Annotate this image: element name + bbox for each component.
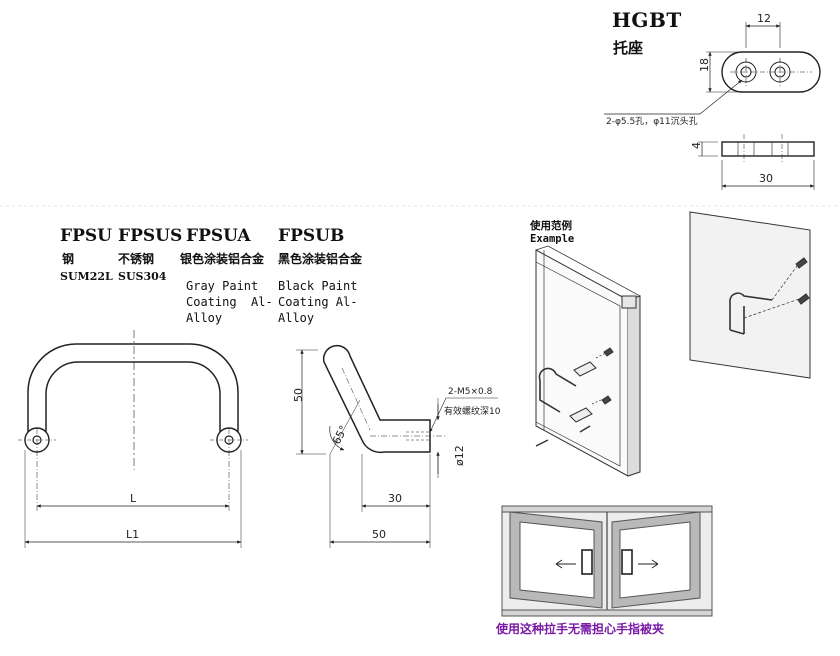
side-height-dim: 50 xyxy=(292,388,305,402)
example-panel-illustration xyxy=(689,211,811,379)
example-label-en: Example xyxy=(530,233,575,245)
model-fpsu: FPSU xyxy=(60,226,112,246)
thread-spec: 2-M5×0.8 xyxy=(448,387,493,397)
hgbt-subtitle: 托座 xyxy=(613,39,644,57)
double-door-illustration xyxy=(501,505,713,617)
code-fpsu: SUM22L xyxy=(60,270,113,283)
hgbt-width-dim: 30 xyxy=(759,172,773,185)
hgbt-side-view xyxy=(698,134,815,190)
hgbt-hole-note: 2-φ5.5孔，φ11沉头孔 xyxy=(606,116,698,127)
dim-l-label: L xyxy=(130,492,137,505)
safety-caption: 使用这种拉手无需担心手指被夹 xyxy=(496,622,665,636)
desc-fpsub: Black Paint Coating Al- Alloy xyxy=(278,279,358,325)
model-fpsub: FPSUB xyxy=(278,226,345,246)
handle-front-view xyxy=(18,330,248,548)
handle-side-view xyxy=(296,344,498,548)
side-leg-dim: 30 xyxy=(388,492,402,505)
hgbt-pitch-dim: 12 xyxy=(757,12,771,25)
dim-l1-label: L1 xyxy=(126,528,139,541)
side-diameter-dim: ø12 xyxy=(453,445,466,466)
example-label: 使用范例 Example xyxy=(530,220,574,246)
code-fpsus: SUS304 xyxy=(118,270,167,283)
material-fpsua: 银色涂装铝合金 xyxy=(180,252,265,266)
example-label-cn: 使用范例 xyxy=(530,220,572,232)
hgbt-top-view xyxy=(604,22,821,115)
desc-fpsua: Gray Paint Coating Al- Alloy xyxy=(186,279,273,325)
model-fpsus: FPSUS xyxy=(118,226,183,246)
material-fpsub: 黑色涂装铝合金 xyxy=(278,252,363,266)
thread-depth-note: 有效螺纹深10 xyxy=(444,405,501,417)
side-angle-dim: 65° xyxy=(330,423,351,446)
material-fpsu: 钢 xyxy=(62,252,75,266)
model-fpsua: FPSUA xyxy=(186,226,251,246)
hgbt-thickness-dim: 4 xyxy=(690,142,703,149)
hgbt-height-dim: 18 xyxy=(698,58,711,72)
hgbt-title: HGBT xyxy=(612,8,682,32)
example-frame-illustration xyxy=(535,245,641,477)
material-fpsus: 不锈钢 xyxy=(118,252,155,266)
side-base-dim: 50 xyxy=(372,528,386,541)
